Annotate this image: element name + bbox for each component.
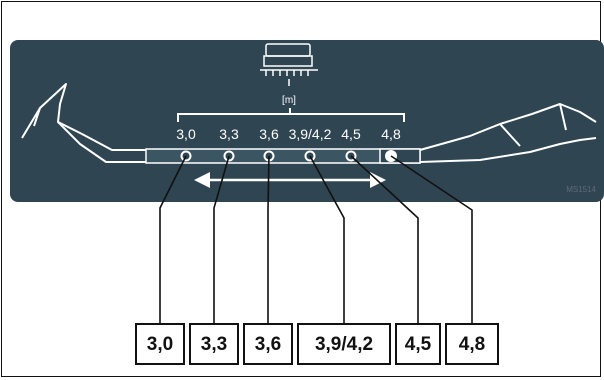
scale-label: 3,0 bbox=[176, 126, 196, 142]
leader-lines bbox=[159, 155, 473, 324]
scale-label: 3,9/4,2 bbox=[289, 126, 332, 142]
callout-label: 4,5 bbox=[405, 334, 432, 355]
callout-label: 3,6 bbox=[255, 334, 281, 355]
scale-bracket bbox=[177, 108, 405, 122]
callout-box bbox=[243, 323, 293, 365]
unit-label: [m] bbox=[282, 95, 296, 106]
hitch-hook-icon bbox=[21, 83, 146, 163]
callout-box bbox=[135, 323, 185, 365]
callout-label: 3,9/4,2 bbox=[315, 334, 373, 355]
scale-label: 4,8 bbox=[381, 126, 401, 142]
callout-label: 3,0 bbox=[147, 334, 173, 355]
callout-box bbox=[395, 323, 441, 365]
scale-label: 3,3 bbox=[219, 126, 239, 142]
scale-label: 3,6 bbox=[259, 126, 279, 142]
seed-drill-icon bbox=[260, 43, 318, 76]
callout-box bbox=[445, 323, 499, 365]
figure-code: MS1514 bbox=[566, 185, 596, 194]
machine-frame-outline bbox=[419, 103, 597, 163]
callout-box bbox=[297, 323, 391, 365]
callout-box bbox=[189, 323, 239, 365]
diagram-panel bbox=[10, 40, 604, 202]
scale-label: 4,5 bbox=[341, 126, 361, 142]
callout-label: 3,3 bbox=[201, 334, 227, 355]
callout-label: 4,8 bbox=[459, 334, 485, 355]
